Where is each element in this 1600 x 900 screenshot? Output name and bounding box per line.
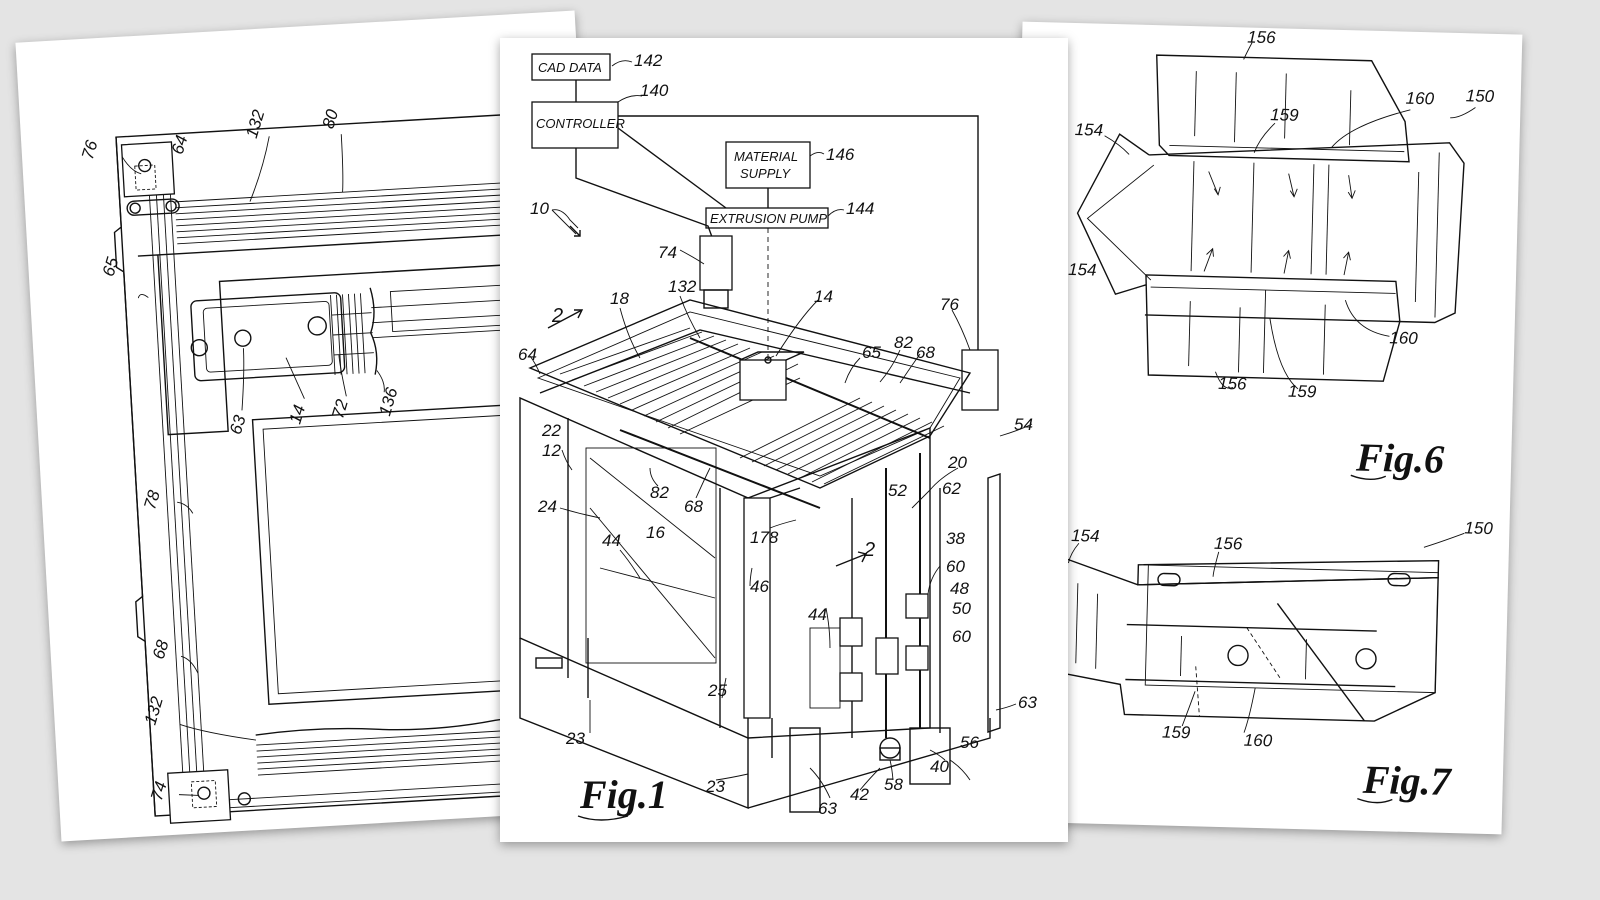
ref-52: 52 [888,481,907,500]
ref-82-mid: 82 [650,483,669,502]
ref-65: 65 [862,343,881,362]
ref-44-right: 44 [808,605,827,624]
patent-sheet-center: CAD DATA CONTROLLER MATERIAL SUPPLY EXTR… [500,38,1068,842]
fig1-drawing: CAD DATA CONTROLLER MATERIAL SUPPLY EXTR… [500,38,1068,842]
fig6-ref-156-top: 156 [1247,27,1276,47]
ref-46: 46 [750,577,769,596]
extrusion-pump-label: EXTRUSION PUMP [710,211,827,226]
ref-178: 178 [750,528,779,547]
ref-63-right: 63 [1018,693,1037,712]
fig6-ref-156-bottom: 156 [1218,374,1247,394]
ref-80: 80 [319,107,343,131]
ref-76: 76 [78,138,102,162]
fig7-ref-160: 160 [1244,731,1273,751]
ref-44-left: 44 [602,531,621,550]
ref-74: 74 [658,243,677,262]
ref-62: 62 [942,479,961,498]
fig7-ref-159: 159 [1162,722,1191,742]
ref-48: 48 [950,579,969,598]
ref-76: 76 [940,295,959,314]
ref-64: 64 [518,345,537,364]
ref-132: 132 [668,277,697,296]
ref-56: 56 [960,733,979,752]
material-supply-label-2: SUPPLY [740,166,791,181]
ref-72: 72 [328,397,352,421]
ref-68-top: 68 [916,343,935,362]
controller-label: CONTROLLER [536,116,625,131]
cad-data-label: CAD DATA [538,60,602,75]
ref-65: 65 [99,255,123,279]
ref-60-bottom: 60 [952,627,971,646]
fig6-drawing: 156 160 150 154 159 154 160 156 159 Fig.… [1063,23,1497,483]
fig6-reference-numerals: 156 160 150 154 159 154 160 156 159 [1065,23,1497,406]
ref-144: 144 [846,199,874,218]
ref-74: 74 [147,779,171,803]
ref-132: 132 [242,107,269,140]
ref-82-top: 82 [894,333,913,352]
hatched-block [330,293,375,375]
ref-18: 18 [610,289,629,308]
ref-50: 50 [952,599,971,618]
fig7-drawing: 154 156 150 159 160 Fig.7 [1057,508,1493,806]
fig7-ref-154: 154 [1071,526,1100,546]
machine-isometric [520,236,1000,812]
fig7-ref-150: 150 [1464,518,1493,538]
fig7-label: Fig.7 [1361,757,1453,804]
ref-78: 78 [140,488,164,512]
ref-140: 140 [640,81,669,100]
ref-146: 146 [826,145,855,164]
ref-38: 38 [946,529,965,548]
fig6-ref-150: 150 [1466,86,1495,106]
fig6-label: Fig.6 [1355,434,1445,481]
ref-12: 12 [542,441,561,460]
ref-22: 22 [541,421,561,440]
fig6-ref-160-top: 160 [1405,89,1434,109]
ref-54: 54 [1014,415,1033,434]
ref-68: 68 [149,637,173,661]
fig1-label: Fig.1 [579,772,668,817]
ref-23-left: 23 [565,729,585,748]
ref-60-top: 60 [946,557,965,576]
ref-132b: 132 [141,694,168,727]
fig6-ref-159-bottom: 159 [1288,382,1317,402]
ref-16: 16 [646,523,665,542]
ref-136: 136 [375,385,402,418]
ref-58: 58 [884,775,903,794]
ref-64: 64 [168,133,192,157]
ref-24: 24 [537,497,557,516]
ref-23-bottom: 23 [705,777,725,796]
roller-tray-right [740,398,944,484]
ref-63: 63 [226,413,250,437]
fig6-ref-154-top: 154 [1075,120,1104,140]
ref-42: 42 [850,785,869,804]
ref-10: 10 [530,199,549,218]
fig6-fig7-drawing: 156 160 150 154 159 154 160 156 159 Fig.… [1002,22,1523,835]
material-supply-label-1: MATERIAL [734,149,798,164]
ref-25: 25 [707,681,727,700]
fig6-ref-154-bottom: 154 [1068,260,1097,280]
ref-63-bottom: 63 [818,799,837,818]
ref-14: 14 [814,287,833,306]
control-block-diagram: CAD DATA CONTROLLER MATERIAL SUPPLY EXTR… [532,54,978,368]
fig7-ref-156: 156 [1214,534,1243,554]
ref-40: 40 [930,757,949,776]
ref-68-mid: 68 [684,497,703,516]
ref-20: 20 [947,453,967,472]
fig6-ref-160-bottom: 160 [1389,328,1418,348]
fig6-ref-159-top: 159 [1270,105,1299,125]
ref-142: 142 [634,51,663,70]
ref-14: 14 [286,403,310,427]
patent-sheet-right: 156 160 150 154 159 154 160 156 159 Fig.… [1002,22,1523,835]
